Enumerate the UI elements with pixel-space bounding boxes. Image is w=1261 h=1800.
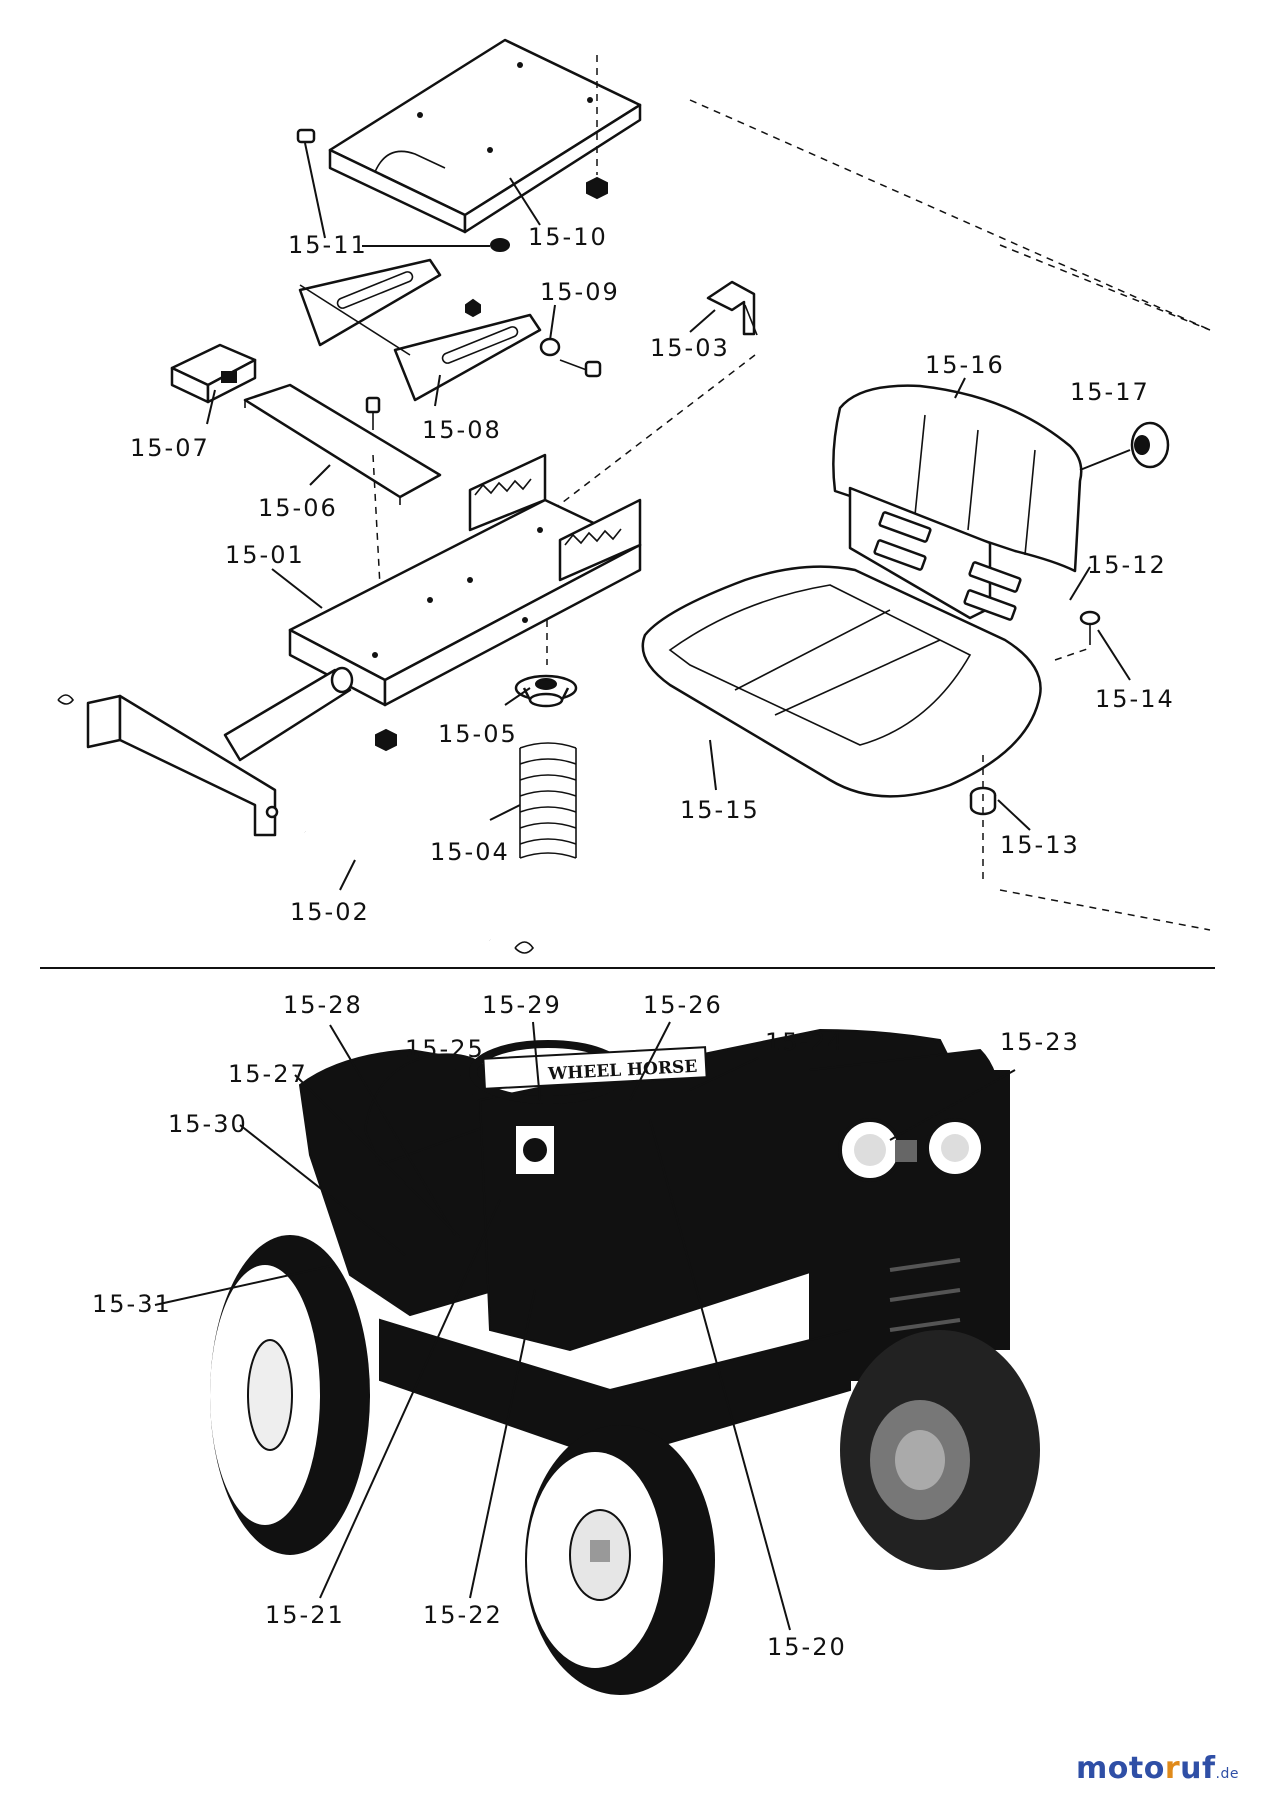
label-15-29: 15-29 [482,991,562,1019]
tractor-illustration: WHEEL HORSE [210,1028,1040,1695]
label-15-01: 15-01 [225,541,305,569]
watermark-part-2: r [1164,1751,1181,1786]
part-15-10-seat-plate [328,38,642,234]
label-15-12: 15-12 [1087,551,1167,579]
label-15-08: 15-08 [422,416,502,444]
label-15-06: 15-06 [258,494,338,522]
part-nut-top [586,176,608,200]
label-15-27: 15-27 [228,1060,308,1088]
label-15-02: 15-02 [290,898,370,926]
label-15-28: 15-28 [283,991,363,1019]
labels-top: 15-11 15-10 15-09 15-03 15-08 15-07 15-0… [130,223,1175,926]
part-15-05-spring-cap [514,674,578,708]
part-15-01-seat-frame [288,453,642,707]
part-clip-right [514,941,534,954]
part-15-16-seat-back [832,384,1083,573]
part-frame-tube [223,666,354,762]
label-15-10: 15-10 [528,223,608,251]
label-15-26: 15-26 [643,991,723,1019]
part-15-04-spring [519,742,577,859]
label-15-15: 15-15 [680,796,760,824]
part-nut-frame [375,728,397,752]
label-15-17: 15-17 [1070,378,1150,406]
watermark-logo: motoruf.de [1076,1751,1239,1786]
label-15-16: 15-16 [925,351,1005,379]
label-15-20: 15-20 [767,1633,847,1661]
label-15-24: 15-24 [765,1028,845,1056]
label-15-30: 15-30 [168,1110,248,1138]
part-clip-left [57,694,74,705]
label-15-22: 15-22 [423,1601,503,1629]
label-15-09: 15-09 [540,278,620,306]
part-15-09-bushing-bolt [539,337,602,378]
label-15-25: 15-25 [405,1035,485,1063]
part-15-06-pad-strip [243,383,442,505]
label-15-21: 15-21 [265,1601,345,1629]
label-15-23: 15-23 [1000,1028,1080,1056]
label-15-05: 15-05 [438,720,518,748]
part-15-03-l-bolt [706,280,758,336]
label-15-03: 15-03 [650,334,730,362]
part-15-11-bolt [296,128,510,252]
part-15-14-screw [1079,610,1101,645]
part-15-17-knob [1130,421,1170,469]
watermark-tld: .de [1215,1766,1239,1782]
part-15-07-block [170,343,257,404]
watermark-part-1: moto [1076,1751,1165,1786]
watermark-part-3: uf [1180,1751,1216,1786]
part-15-08-hinge-brackets [298,258,542,402]
labels-bottom: 15-28 15-29 15-26 15-25 15-24 15-23 15-2… [92,991,1080,1661]
label-15-31: 15-31 [92,1290,172,1318]
label-15-14: 15-14 [1095,685,1175,713]
part-15-02-pin [304,830,491,942]
leaders-top [206,142,1131,891]
part-pivot-bracket [86,694,279,837]
label-15-04: 15-04 [430,838,510,866]
label-15-07: 15-07 [130,434,210,462]
part-15-15-seat-cushion [641,486,1042,798]
label-15-13: 15-13 [1000,831,1080,859]
label-15-11: 15-11 [288,231,368,259]
leaders-bottom [154,1021,1016,1631]
